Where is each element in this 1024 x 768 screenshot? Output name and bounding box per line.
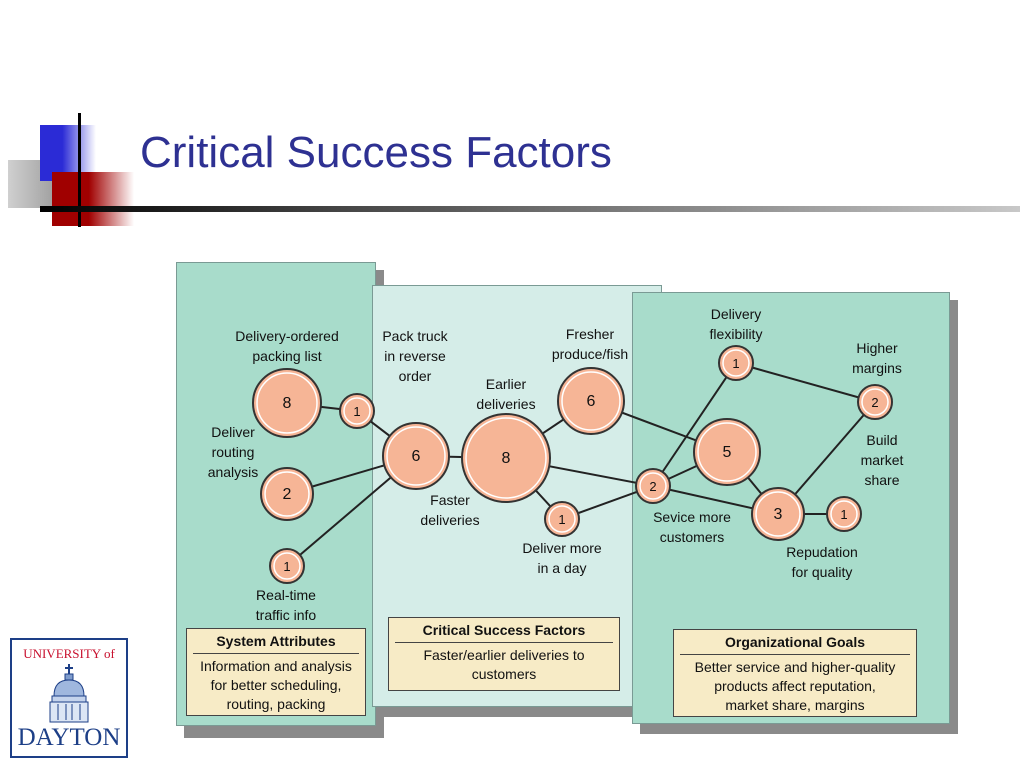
chapel-dome-icon <box>49 664 89 723</box>
node-value: 8 <box>283 395 292 412</box>
label-reputation-for-quality: Repudation for quality <box>786 544 858 580</box>
label-delivery-flexibility: Delivery flexibility <box>709 306 763 342</box>
box-divider <box>395 642 613 643</box>
logo-text-bottom: DAYTON <box>17 724 121 751</box>
node-outer-ring <box>252 368 322 438</box>
node-inner-ring <box>722 349 750 377</box>
title-decoration-vertical-line <box>78 113 81 227</box>
node-outer-ring <box>382 422 450 490</box>
node-value: 6 <box>412 448 421 465</box>
node-value: 5 <box>723 444 732 461</box>
organizational-goals-box: Organizational Goals Better service and … <box>673 629 917 717</box>
node-outer-ring <box>635 468 671 504</box>
node-faster: 6 <box>382 422 450 490</box>
label-deliver-routing-analysis: Deliver routing analysis <box>207 424 259 480</box>
node-value: 3 <box>774 506 783 523</box>
node-outer-ring <box>461 413 551 503</box>
label-pack-truck-reverse-order: Pack truck in reverse order <box>382 328 448 384</box>
node-flexibility: 1 <box>718 345 754 381</box>
edge-service-more-flexibility <box>652 362 737 487</box>
organizational-goals-body: Better service and higher-quality produc… <box>694 659 896 713</box>
edge-flexibility-margins <box>735 362 876 403</box>
system-attributes-box: System Attributes Information and analys… <box>186 628 366 716</box>
node-outer-ring <box>718 345 754 381</box>
node-value: 1 <box>353 404 360 419</box>
node-value: 6 <box>587 393 596 410</box>
label-service-more-customers: Sevice more customers <box>653 509 731 545</box>
node-outer-ring <box>751 487 805 541</box>
node-inner-ring <box>386 426 446 486</box>
node-earlier: 8 <box>461 413 551 503</box>
title-underline <box>40 206 1020 212</box>
node-quality-extra: 1 <box>826 496 862 532</box>
system-attributes-title: System Attributes <box>216 633 336 649</box>
node-inner-ring <box>697 422 757 482</box>
node-outer-ring <box>339 393 375 429</box>
box-divider <box>680 654 910 655</box>
label-deliver-more-in-a-day: Deliver more in a day <box>522 540 602 576</box>
node-value: 2 <box>283 486 292 503</box>
node-outer-ring <box>826 496 862 532</box>
node-value: 2 <box>871 395 878 410</box>
node-value: 1 <box>558 512 565 527</box>
node-inner-ring <box>264 471 310 517</box>
node-outer-ring <box>557 367 625 435</box>
node-inner-ring <box>256 372 318 434</box>
label-faster-deliveries: Faster deliveries <box>420 492 480 528</box>
node-service-more: 2 <box>635 468 671 504</box>
label-higher-margins: Higher margins <box>852 340 902 376</box>
node-fresher: 6 <box>557 367 625 435</box>
node-traffic: 1 <box>269 548 305 584</box>
node-market-share: 5 <box>693 418 761 486</box>
node-outer-ring <box>269 548 305 584</box>
title-decoration-blue <box>40 125 96 181</box>
node-margins: 2 <box>857 384 893 420</box>
node-value: 1 <box>840 507 847 522</box>
box-divider <box>193 653 359 654</box>
label-real-time-traffic-info: Real-time traffic info <box>255 587 317 623</box>
node-value: 8 <box>502 450 511 467</box>
critical-success-factors-body: Faster/earlier deliveries to customers <box>423 647 585 682</box>
organizational-goals-title: Organizational Goals <box>724 634 866 650</box>
node-inner-ring <box>755 491 801 537</box>
node-outer-ring <box>693 418 761 486</box>
node-value: 2 <box>649 479 656 494</box>
label-earlier-deliveries: Earlier deliveries <box>476 376 536 412</box>
node-packing-list: 8 <box>252 368 322 438</box>
node-inner-ring <box>273 552 301 580</box>
label-delivery-ordered-packing-list: Delivery-ordered packing list <box>235 328 339 364</box>
university-logo: UNIVERSITY of DAYTON <box>10 638 128 758</box>
node-reverse-order: 1 <box>339 393 375 429</box>
critical-success-factors-title: Critical Success Factors <box>422 622 586 638</box>
node-value: 1 <box>283 559 290 574</box>
node-inner-ring <box>465 417 547 499</box>
node-inner-ring <box>548 505 576 533</box>
node-inner-ring <box>561 371 621 431</box>
node-outer-ring <box>260 467 314 521</box>
node-deliver-more: 1 <box>544 501 580 537</box>
system-attributes-body: Information and analysis for better sche… <box>200 658 352 712</box>
label-build-market-share: Build market share <box>860 432 904 488</box>
logo-text-top: UNIVERSITY of <box>23 646 115 661</box>
node-inner-ring <box>861 388 889 416</box>
node-outer-ring <box>857 384 893 420</box>
node-inner-ring <box>343 397 371 425</box>
node-inner-ring <box>639 472 667 500</box>
node-inner-ring <box>830 500 858 528</box>
node-outer-ring <box>544 501 580 537</box>
critical-success-factors-box: Critical Success Factors Faster/earlier … <box>388 617 620 691</box>
label-fresher-produce: Fresher produce/fish <box>551 326 629 362</box>
node-routing: 2 <box>260 467 314 521</box>
node-reputation: 3 <box>751 487 805 541</box>
node-value: 1 <box>732 356 739 371</box>
title-decoration-red <box>52 172 134 226</box>
slide-title: Critical Success Factors <box>140 128 612 177</box>
